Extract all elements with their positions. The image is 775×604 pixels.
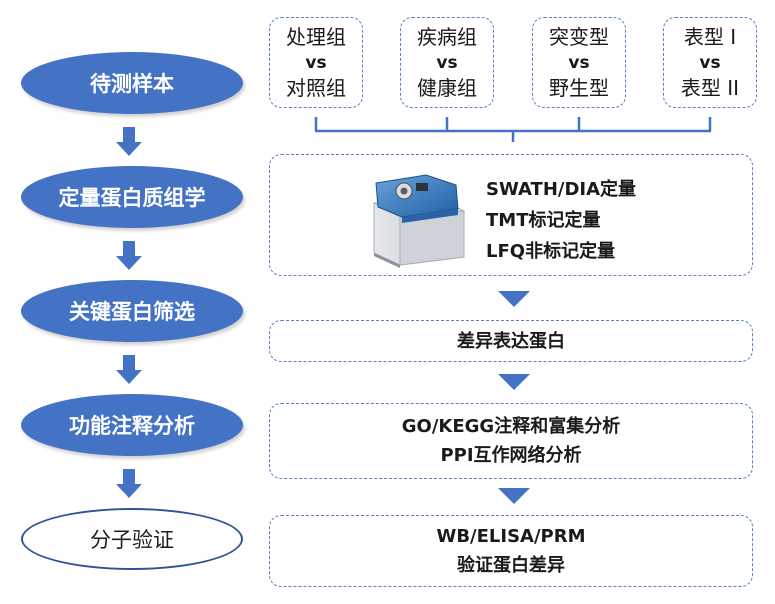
quant-method-lfq: LFQ非标记定量 [486,241,616,262]
screening-text: 差异表达蛋白 [457,330,565,352]
triangle-arrow-1 [498,291,530,307]
sample-group-top: 处理组 [286,24,346,49]
step-functional-annotation-label: 功能注释分析 [69,414,195,438]
sample-group-bottom: 野生型 [549,75,609,100]
annotation-ppi: PPI互作网络分析 [440,445,582,466]
sample-group-bottom: 健康组 [417,75,477,100]
sample-group-top: 表型 I [683,24,737,49]
sample-group-treatment: 处理组 vs 对照组 [269,17,363,108]
triangle-arrow-3 [498,488,530,504]
sample-group-top: 突变型 [549,24,609,49]
sample-group-bottom: 对照组 [286,75,346,100]
sample-group-disease: 疾病组 vs 健康组 [400,17,494,108]
step-quant-proteomics: 定量蛋白质组学 [21,166,243,228]
validation-methods: WB/ELISA/PRM [436,526,586,547]
quant-method-tmt: TMT标记定量 [486,210,601,231]
triangle-arrow-2 [498,374,530,390]
validation-box: WB/ELISA/PRM 验证蛋白差异 [269,515,753,587]
sample-group-mutant: 突变型 vs 野生型 [532,17,626,108]
step-sample-label: 待测样本 [90,72,174,96]
screening-box: 差异表达蛋白 [269,320,753,362]
sample-group-bottom: 表型 II [680,75,740,100]
arrow-down-4 [116,469,142,499]
annotation-box: GO/KEGG注释和富集分析 PPI互作网络分析 [269,403,753,479]
mass-spectrometer-icon [372,174,466,268]
step-key-protein-screening-label: 关键蛋白筛选 [69,300,195,324]
quant-method-list: SWATH/DIA定量 TMT标记定量 LFQ非标记定量 [486,175,636,266]
sample-group-vs: vs [699,52,721,73]
sample-group-top: 疾病组 [417,24,477,49]
step-quant-proteomics-label: 定量蛋白质组学 [58,186,206,210]
validation-description: 验证蛋白差异 [457,555,565,576]
arrow-down-1 [116,127,142,157]
sample-group-phenotype: 表型 I vs 表型 II [663,17,757,108]
step-molecular-validation-label: 分子验证 [90,528,174,552]
step-sample: 待测样本 [21,52,243,114]
annotation-go-kegg: GO/KEGG注释和富集分析 [401,416,621,437]
sample-group-vs: vs [305,52,327,73]
quant-methods-box: SWATH/DIA定量 TMT标记定量 LFQ非标记定量 [269,154,753,276]
step-key-protein-screening: 关键蛋白筛选 [21,280,243,342]
step-molecular-validation: 分子验证 [21,508,243,570]
arrow-down-3 [116,355,142,385]
step-functional-annotation: 功能注释分析 [21,394,243,456]
sample-group-vs: vs [568,52,590,73]
quant-method-swath: SWATH/DIA定量 [486,179,637,200]
arrow-down-2 [116,241,142,271]
sample-group-vs: vs [436,52,458,73]
